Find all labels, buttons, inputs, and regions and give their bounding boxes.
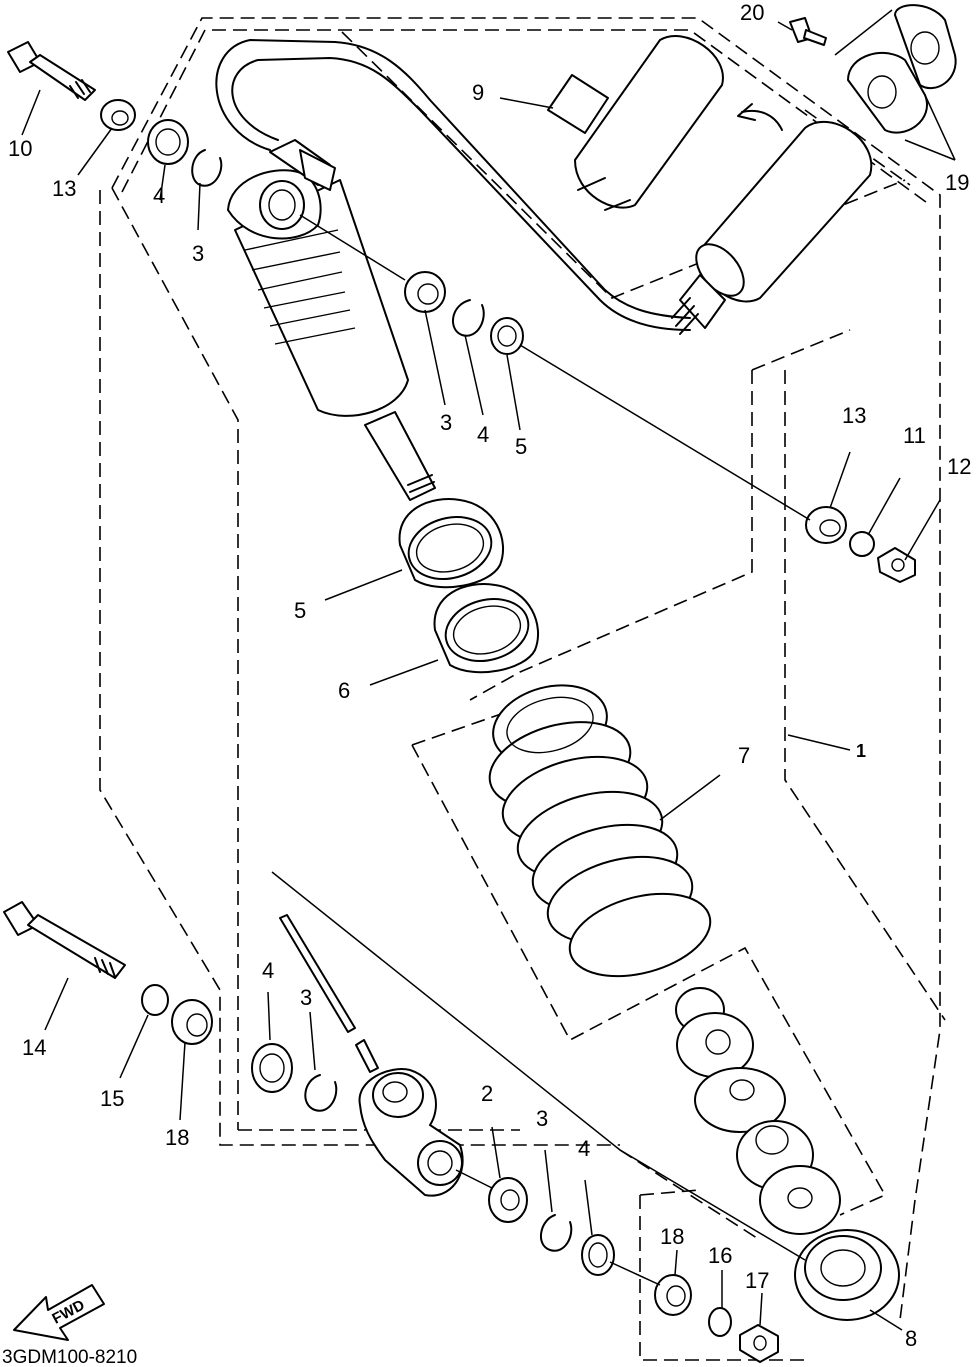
collar-18-left — [171, 999, 213, 1045]
callout-13: 13 — [842, 403, 867, 428]
washer-16 — [708, 1307, 732, 1337]
collar-13-right — [805, 506, 847, 544]
fwd-arrow-icon: FWD — [13, 1284, 105, 1341]
callout-5: 5 — [294, 598, 307, 623]
callout-1: 1 — [856, 741, 867, 761]
callout-9: 9 — [472, 80, 485, 105]
oil-seal-5-mid — [490, 317, 524, 355]
coil-spring — [488, 684, 712, 978]
callout-12: 12 — [947, 454, 972, 479]
bolt-14 — [3, 901, 126, 979]
callout-4: 4 — [262, 958, 275, 983]
ring-nut-6 — [433, 583, 540, 674]
callout-19: 19 — [945, 170, 970, 195]
washer-11 — [849, 531, 875, 557]
callout-18: 18 — [660, 1224, 685, 1249]
circlip-3-lower-left — [304, 1074, 338, 1112]
callout-13: 13 — [52, 176, 77, 201]
callout-4: 4 — [477, 422, 490, 447]
bolt-20 — [789, 17, 827, 46]
circlip-3-lower — [540, 1214, 573, 1252]
callout-18: 18 — [165, 1125, 190, 1150]
callout-2: 2 — [481, 1081, 494, 1106]
callout-6: 6 — [338, 678, 351, 703]
reservoir-hose — [215, 39, 691, 331]
callout-3: 3 — [300, 985, 313, 1010]
shock-body — [227, 139, 409, 417]
reservoir-cap — [547, 35, 724, 211]
callout-4: 4 — [153, 183, 166, 208]
ring-nut-5 — [398, 498, 505, 589]
callout-3: 3 — [440, 410, 453, 435]
leader-lines — [21, 9, 956, 1331]
bearing-4-lower-left — [251, 1043, 293, 1093]
circlip-3-upper — [191, 149, 223, 187]
bracket-19 — [847, 4, 957, 134]
callout-20: 20 — [740, 0, 765, 25]
callout-8: 8 — [905, 1326, 918, 1351]
nut-17 — [739, 1324, 779, 1363]
collar-3-mid — [404, 271, 446, 313]
lower-bump-stop-stack — [675, 987, 841, 1235]
lower-eye — [358, 1068, 464, 1197]
diagram-code: 3GDM100-8210 — [2, 1347, 138, 1367]
callout-5: 5 — [515, 434, 528, 459]
nut-12 — [877, 547, 916, 583]
collar-2 — [488, 1177, 528, 1223]
direction-arrow — [741, 110, 783, 131]
bolt-10 — [7, 41, 96, 101]
oil-seal-4-lower — [581, 1234, 615, 1276]
reservoir-tank — [671, 120, 873, 335]
callout-7: 7 — [738, 743, 751, 768]
callout-15: 15 — [100, 1086, 125, 1111]
bearing-4-upper — [147, 119, 189, 165]
assembly-lines — [271, 214, 811, 1286]
callout-11: 11 — [903, 423, 926, 448]
spring-seat-8 — [794, 1229, 900, 1321]
callout-14: 14 — [22, 1035, 47, 1060]
callout-4: 4 — [578, 1136, 591, 1161]
callout-16: 16 — [708, 1243, 733, 1268]
piston-rod — [364, 411, 436, 501]
callout-17: 17 — [745, 1268, 770, 1293]
collar-13-upper — [100, 99, 136, 131]
callout-3: 3 — [536, 1106, 549, 1131]
callout-10: 10 — [8, 136, 33, 161]
callout-3: 3 — [192, 241, 205, 266]
washer-15 — [141, 984, 169, 1016]
circlip-4-mid — [452, 299, 485, 337]
collar-18-right — [654, 1274, 692, 1316]
rod-pin — [279, 914, 356, 1033]
